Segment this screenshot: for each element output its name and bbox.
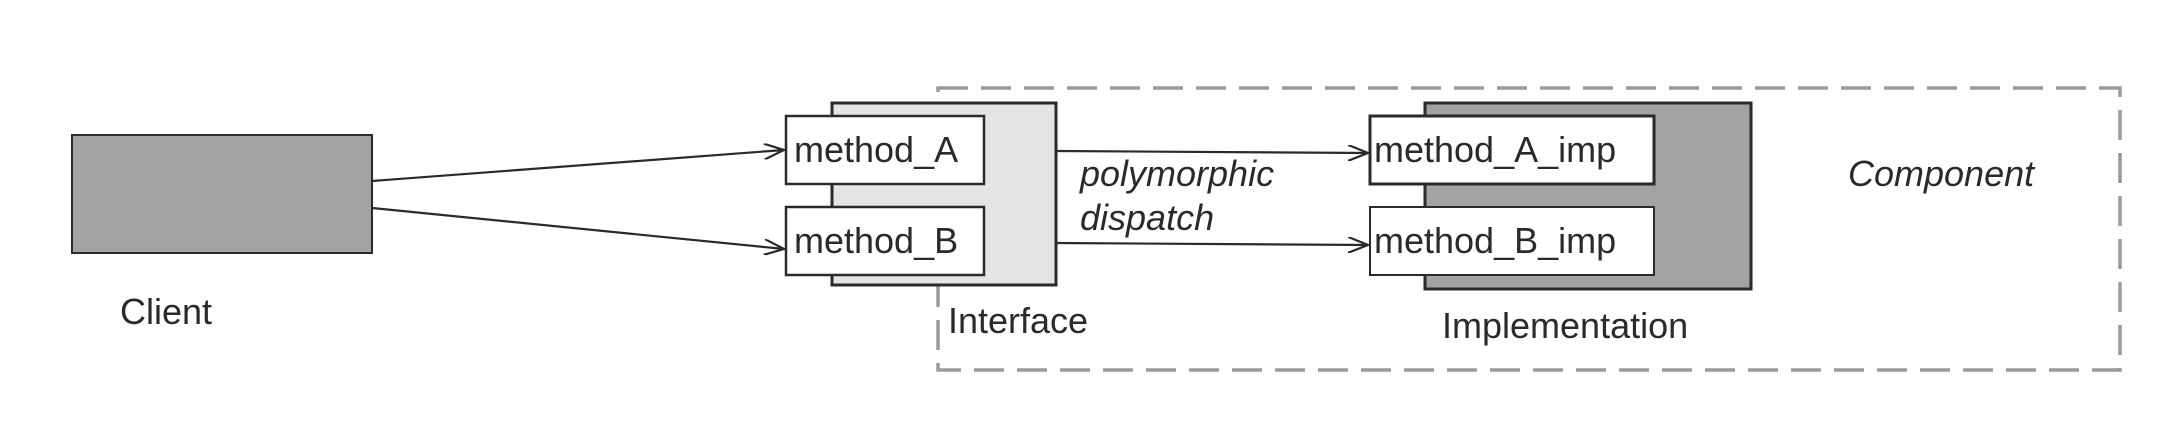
arrow-client-to-method-b [371,206,784,249]
interface-label: Interface [948,300,1088,341]
interface-method-b-box [784,205,986,277]
implementation-method-a-label: method_A_imp [1374,129,1616,170]
client-label: Client [120,291,212,332]
component-label: Component [1848,153,2036,194]
implementation-method-a-box [1368,114,1656,186]
interface-method-b-label: method_B [794,220,958,261]
interface-method-a-box [784,114,986,186]
interface-method-a-label: method_A [794,129,958,170]
implementation-label: Implementation [1442,305,1688,346]
dispatch-label-line1: polymorphic [1079,153,1274,194]
client-box [71,134,373,254]
dispatch-label-line2: dispatch [1080,197,1214,238]
arrow-dispatch-method-a [1055,151,1368,153]
arrow-dispatch-method-b [1055,243,1368,245]
implementation-method-b-label: method_B_imp [1374,220,1616,261]
arrow-client-to-method-a [371,150,784,183]
